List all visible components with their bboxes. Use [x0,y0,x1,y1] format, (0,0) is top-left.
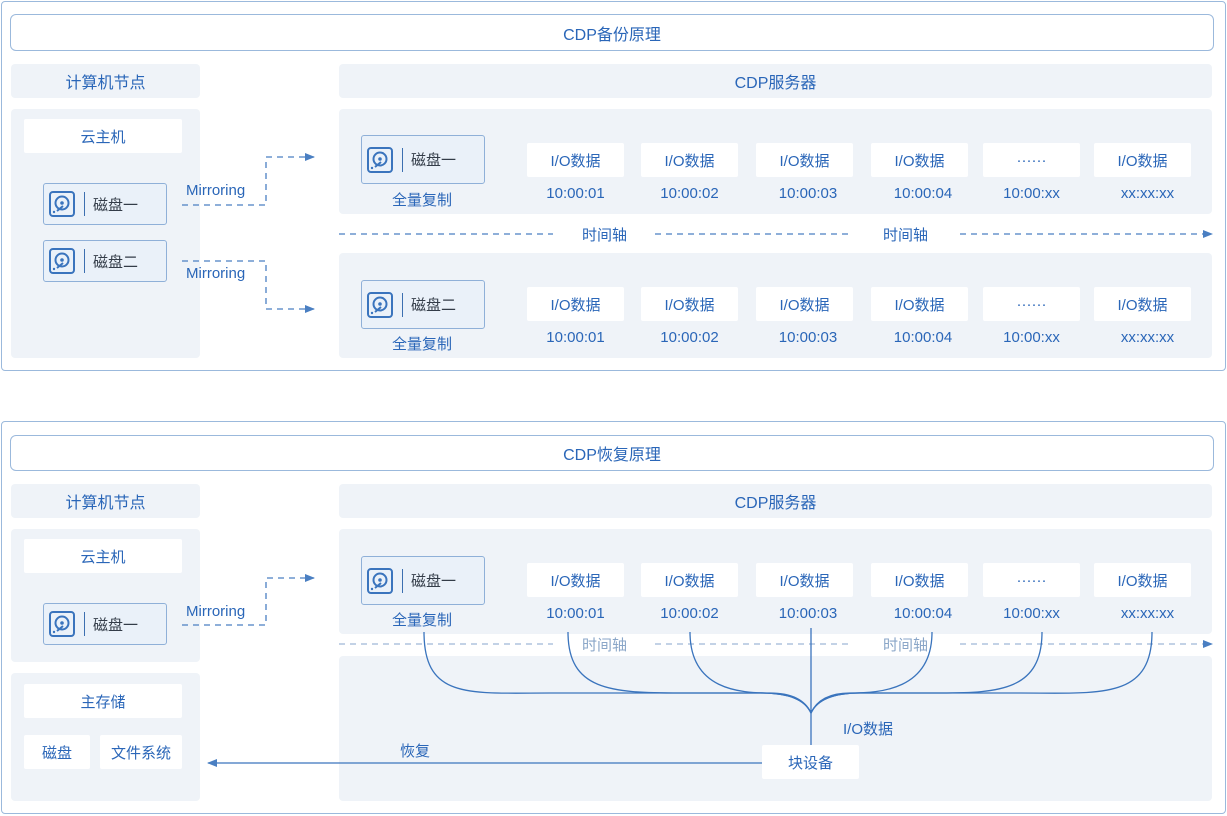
io-curve [810,631,933,714]
timestamp: 10:00:04 [893,329,953,346]
io-data-box-ellipsis: ······ [983,563,1080,597]
mirroring-label: Mirroring [186,265,246,282]
full-copy-label: 全量复制 [392,612,453,629]
backup-server-disk-1: 磁盘一 [361,135,485,184]
restore-label: 恢复 [400,743,431,760]
backup-server-header: CDP服务器 [339,64,1212,98]
restore-title: CDP恢复原理 [10,435,1214,471]
disk-label: 磁盘二 [411,297,457,314]
timestamp: 10:00:xx [1003,329,1060,346]
disk-label: 磁盘一 [93,196,139,214]
timeline-label: 时间轴 [582,637,628,654]
full-copy-label: 全量复制 [392,192,453,209]
timestamp: 10:00:01 [546,329,605,346]
storage-disk: 磁盘 [24,735,90,769]
backup-vm-disk-2: 磁盘二 [43,240,167,282]
block-device-box: 块设备 [762,745,859,779]
io-curve [689,631,812,714]
io-data-box: I/O数据 [1094,563,1191,597]
io-data-box: I/O数据 [1094,143,1191,177]
io-data-box: I/O数据 [756,287,853,321]
hard-disk-icon [362,291,398,319]
hard-disk-icon [44,190,80,218]
restore-server-header: CDP服务器 [339,484,1212,518]
backup-vm-label: 云主机 [24,119,182,153]
timestamp: 10:00:03 [778,329,838,346]
io-data-box: I/O数据 [871,287,968,321]
backup-server-disk-2: 磁盘二 [361,280,485,329]
disk-label: 磁盘一 [93,616,139,634]
io-data-box: I/O数据 [756,143,853,177]
timestamp: xx:xx:xx [1120,605,1175,622]
backup-compute-header: 计算机节点 [11,64,200,98]
hard-disk-icon [362,567,398,595]
timeline-label: 时间轴 [582,227,628,244]
timestamp: 10:00:xx [1003,185,1060,202]
storage-filesystem: 文件系统 [100,735,182,769]
mirror-arrow-3 [182,574,315,626]
disk-label: 磁盘二 [93,253,139,271]
restore-compute-header: 计算机节点 [11,484,200,518]
storage-label: 主存储 [24,684,182,718]
timestamp: 10:00:02 [660,329,719,346]
io-data-box: I/O数据 [871,143,968,177]
backup-title: CDP备份原理 [10,14,1214,51]
io-data-box: I/O数据 [527,143,624,177]
restore-vm-label: 云主机 [24,539,182,573]
timestamp: 10:00:04 [893,185,953,202]
io-data-box-ellipsis: ······ [983,143,1080,177]
io-data-box: I/O数据 [756,563,853,597]
io-curve [810,631,1153,714]
timestamp: 10:00:04 [893,605,953,622]
io-data-box: I/O数据 [641,143,738,177]
timeline-label: 时间轴 [883,227,929,244]
io-data-box: I/O数据 [871,563,968,597]
timestamp: 10:00:03 [778,185,838,202]
restore-vm-disk-1: 磁盘一 [43,603,167,645]
restore-server-disk-1: 磁盘一 [361,556,485,605]
timestamp: 10:00:02 [660,605,719,622]
mirror-arrow-2 [182,260,315,313]
io-data-label: I/O数据 [843,721,894,738]
disk-label: 磁盘一 [411,152,457,169]
timestamp: 10:00:xx [1003,605,1060,622]
timestamp: xx:xx:xx [1120,329,1175,346]
io-curve [567,631,812,714]
io-data-box: I/O数据 [1094,287,1191,321]
io-data-box: I/O数据 [527,287,624,321]
hard-disk-icon [44,610,80,638]
disk-label: 磁盘一 [411,573,457,590]
mirror-arrow-1 [182,153,315,206]
io-data-box: I/O数据 [641,563,738,597]
timeline-label: 时间轴 [883,637,929,654]
hard-disk-icon [44,247,80,275]
backup-vm-disk-1: 磁盘一 [43,183,167,225]
hard-disk-icon [362,146,398,174]
full-copy-label: 全量复制 [392,336,453,353]
timestamp: 10:00:01 [546,605,605,622]
timestamp: 10:00:03 [778,605,838,622]
timestamp: xx:xx:xx [1120,185,1175,202]
mirroring-label: Mirroring [186,603,246,620]
io-data-box: I/O数据 [641,287,738,321]
timestamp: 10:00:01 [546,185,605,202]
io-data-box-ellipsis: ······ [983,287,1080,321]
mirroring-label: Mirroring [186,182,246,199]
io-data-box: I/O数据 [527,563,624,597]
timestamp: 10:00:02 [660,185,719,202]
